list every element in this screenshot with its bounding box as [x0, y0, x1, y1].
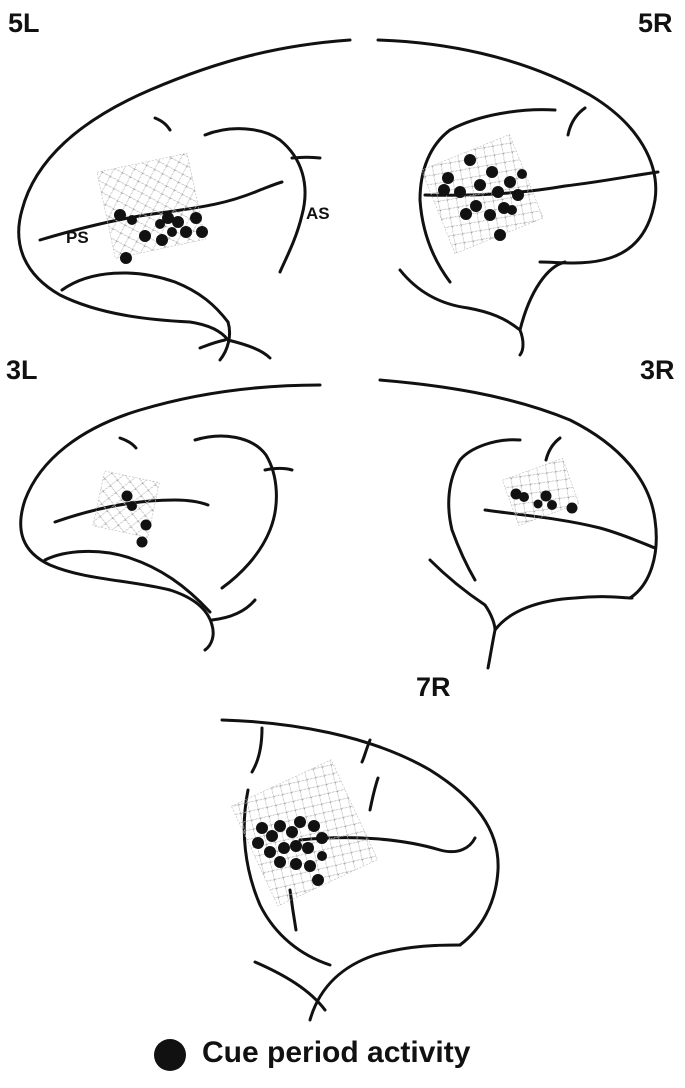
site-dot	[504, 176, 516, 188]
panel-label-7R: 7R	[416, 672, 451, 703]
site-dot	[155, 219, 165, 229]
brain-5L-grid	[97, 153, 205, 258]
site-dot	[474, 179, 486, 191]
site-dot	[156, 234, 168, 246]
sulcus-label-ps: PS	[66, 228, 89, 248]
brain-3R-principal-sulcus	[485, 510, 655, 548]
site-dot	[454, 186, 466, 198]
site-dot	[172, 216, 184, 228]
site-dot	[484, 209, 496, 221]
site-dot	[486, 166, 498, 178]
site-dot	[167, 227, 177, 237]
brain-5R-ventral	[400, 262, 565, 330]
brain-5L-small-sulcus-1	[155, 118, 170, 130]
panel-label-5L: 5L	[8, 8, 40, 39]
panel-label-3L: 3L	[6, 355, 38, 386]
site-dot	[266, 830, 278, 842]
site-dot	[519, 492, 529, 502]
site-dot	[180, 226, 192, 238]
brain-3L	[21, 385, 320, 650]
brain-3R-base	[488, 630, 495, 668]
site-dot	[464, 154, 476, 166]
site-dot	[460, 208, 472, 220]
site-dot	[137, 537, 148, 548]
site-dot	[507, 205, 517, 215]
brain-5R-outline	[378, 40, 656, 263]
site-dot	[196, 226, 208, 238]
site-dot	[286, 826, 298, 838]
brain-3R	[380, 380, 656, 668]
site-dot	[127, 215, 137, 225]
site-dot	[312, 874, 324, 886]
brain-5R-base	[520, 330, 523, 355]
site-dot	[541, 491, 552, 502]
site-dot	[567, 503, 578, 514]
brain-5R	[378, 40, 658, 355]
site-dot	[274, 820, 286, 832]
brain-7R-base	[255, 945, 460, 1020]
brain-7R-small-sulcus-1	[252, 728, 262, 772]
sulcus-label-as: AS	[306, 204, 330, 224]
site-dot	[442, 172, 454, 184]
site-dot	[122, 491, 133, 502]
site-dot	[547, 500, 557, 510]
legend-marker	[154, 1039, 186, 1071]
brain-7R	[222, 720, 498, 1020]
brain-5L-arcuate-sulcus	[205, 129, 305, 272]
site-dot	[114, 209, 126, 221]
brain-7R-small-sulcus-3	[370, 778, 378, 810]
site-dot	[190, 212, 202, 224]
site-dot	[264, 846, 276, 858]
brain-5L-small-sulcus-2	[292, 157, 320, 158]
brain-3L-small-sulcus-2	[265, 469, 292, 471]
brain-3R-small-sulcus-1	[546, 438, 560, 460]
panel-label-3R: 3R	[640, 355, 675, 386]
site-dot	[141, 520, 152, 531]
brain-3R-ventral	[430, 560, 632, 630]
brain-3L-small-sulcus-1	[120, 438, 136, 448]
site-dot	[512, 189, 524, 201]
site-dot	[316, 832, 328, 844]
brain-3L-base	[205, 600, 255, 650]
site-dot	[294, 816, 306, 828]
site-dot	[317, 851, 327, 861]
site-dot	[290, 840, 302, 852]
brain-5L	[19, 40, 350, 360]
site-dot	[290, 858, 302, 870]
site-dot	[139, 230, 151, 242]
site-dot	[304, 860, 316, 872]
brain-5L-orbital	[62, 273, 228, 322]
panel-label-5R: 5R	[638, 8, 673, 39]
brain-5R-small-sulcus-1	[568, 108, 585, 135]
site-dot	[534, 500, 543, 509]
site-dot	[492, 186, 504, 198]
site-dot	[308, 820, 320, 832]
site-dot	[494, 229, 506, 241]
site-dot	[517, 169, 527, 179]
site-dot	[274, 856, 286, 868]
site-dot	[252, 837, 264, 849]
site-dot	[470, 200, 482, 212]
site-dot	[127, 501, 137, 511]
site-dot	[256, 822, 268, 834]
legend-label: Cue period activity	[202, 1036, 470, 1070]
site-dot	[302, 842, 314, 854]
site-dot	[438, 184, 450, 196]
site-dot	[120, 252, 132, 264]
site-dot	[278, 842, 290, 854]
brain-3L-arcuate-sulcus	[195, 436, 276, 588]
